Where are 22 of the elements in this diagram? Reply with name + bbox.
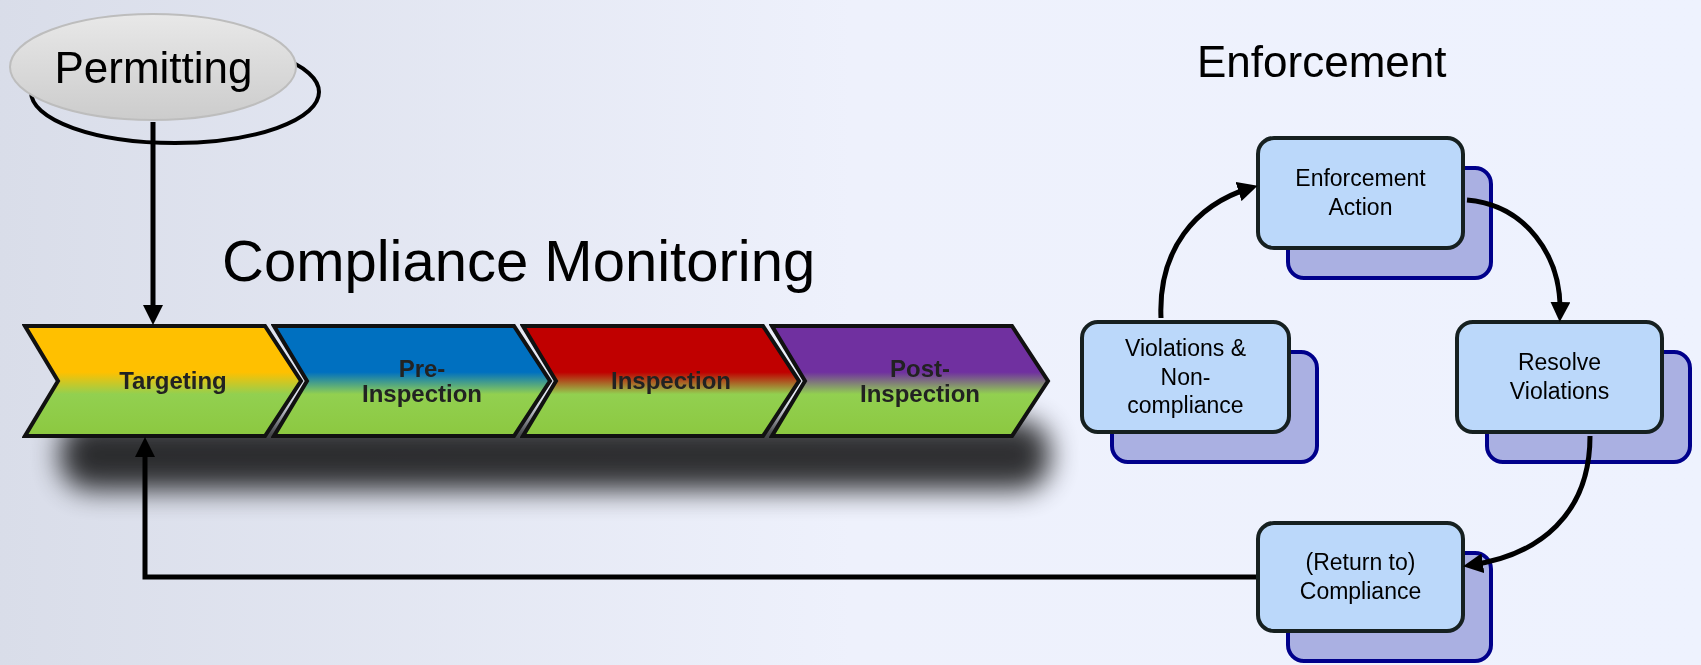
step-label: Post-Inspection [859,355,981,407]
arrow [1158,182,1258,318]
process-box [1080,320,1291,434]
process-box [1256,521,1465,633]
chevron-step [22,323,304,439]
node-label: Enforcement Action [1294,164,1427,222]
process-ellipse [9,13,322,146]
node-label: Resolve Violations [1508,348,1611,406]
chevron-step [769,323,1051,439]
chevron-step [520,323,802,439]
step-label: Pre-Inspection [361,355,483,407]
arrow [1463,435,1593,573]
node-label: Violations & Non-compliance [1123,333,1247,421]
process-box [1455,320,1664,434]
step-label: Inspection [611,368,731,394]
process-box [1256,136,1465,250]
chevron-step [271,323,553,439]
step-label: Targeting [119,368,227,394]
node-label: (Return to) Compliance [1298,548,1423,606]
section-heading: Enforcement [1197,40,1447,84]
node-label: Permitting [54,45,253,90]
arrow [135,437,1256,580]
